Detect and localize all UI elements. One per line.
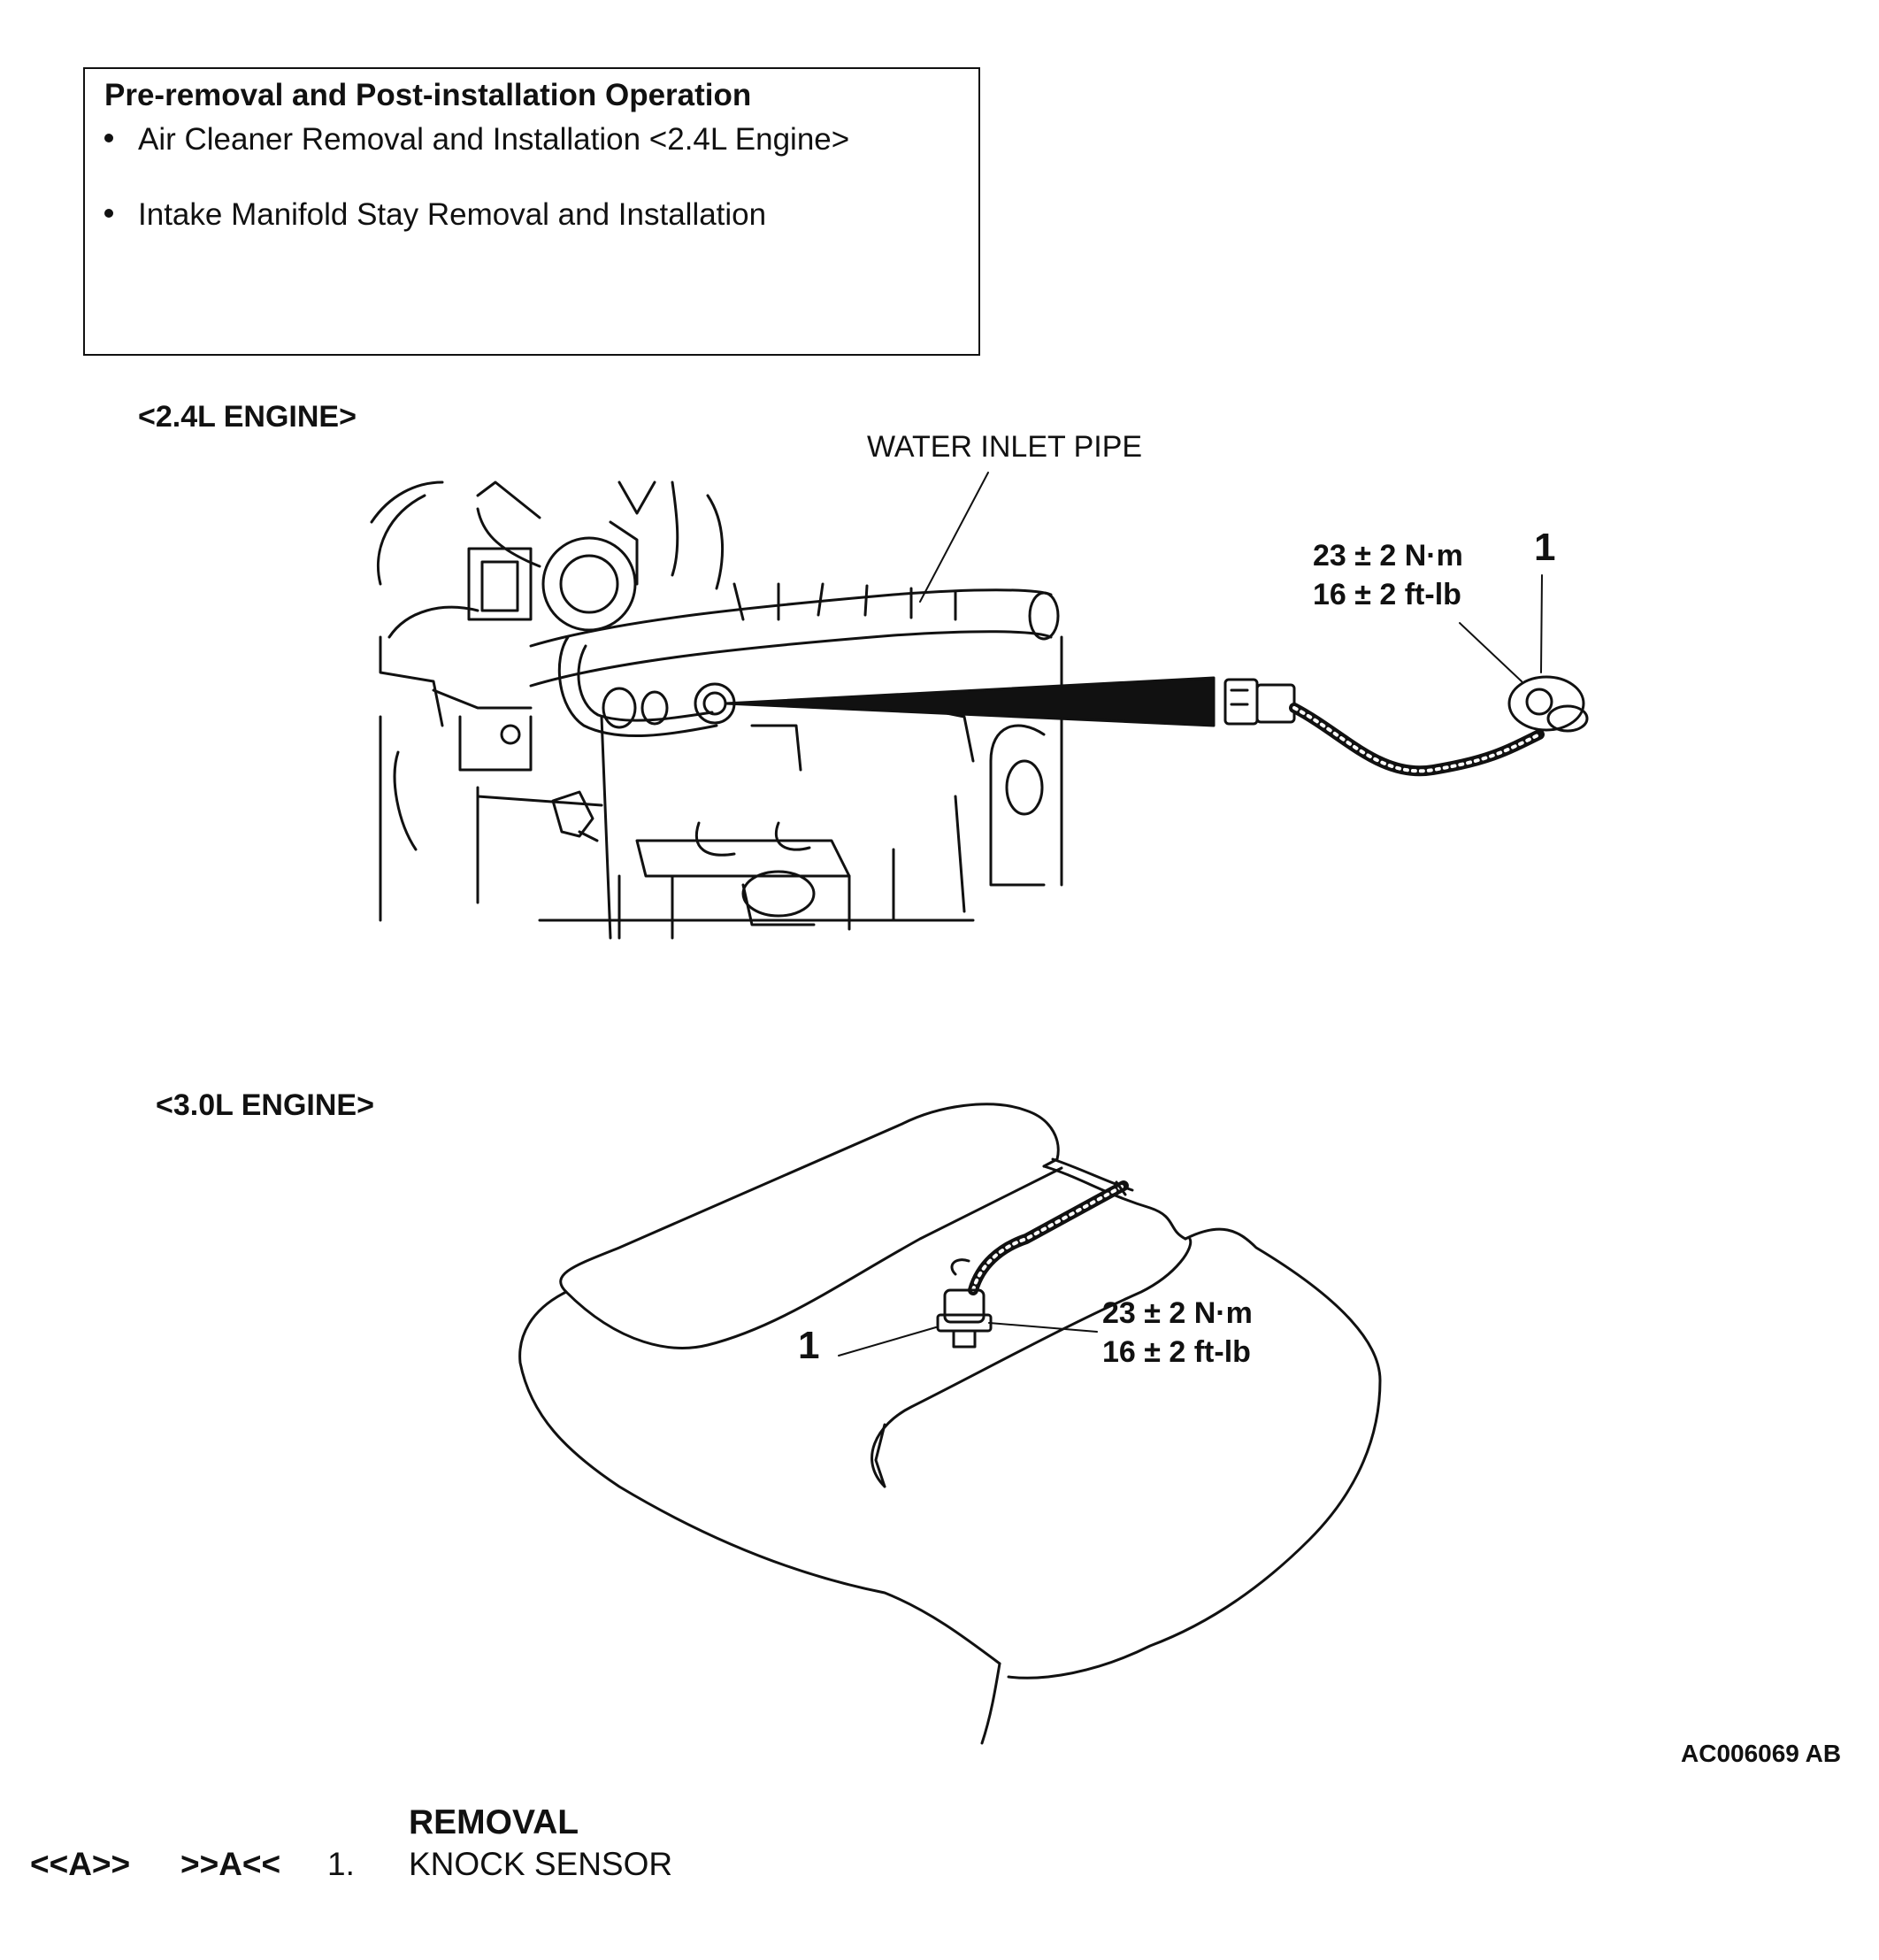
knock-sensor-30 — [936, 1180, 1129, 1349]
pointer-wedge — [724, 676, 1216, 727]
pre-operation-item: Air Cleaner Removal and Installation <2.… — [104, 122, 849, 158]
figure-code: AC006069 AB — [1681, 1740, 1842, 1767]
figure-30-callout: 1 — [798, 1324, 820, 1367]
figure-24-torque: 23 ± 2 N·m 16 ± 2 ft-lb — [1313, 536, 1463, 614]
figure-24-callout: 1 — [1534, 526, 1556, 569]
torque-nm: 23 ± 2 N·m — [1313, 539, 1463, 573]
bullet-icon — [104, 133, 113, 142]
removal-symbol: <<A>> — [30, 1846, 131, 1882]
pre-operation-item: Intake Manifold Stay Removal and Install… — [104, 197, 766, 233]
engine-24-drawing — [370, 480, 1063, 940]
figure-30-title: <3.0L ENGINE> — [156, 1088, 374, 1122]
knock-sensor-24 — [1223, 675, 1589, 777]
step-number: 1. — [327, 1846, 355, 1882]
pre-operation-item-text: Air Cleaner Removal and Installation <2.… — [138, 122, 850, 157]
pre-operation-title: Pre-removal and Post-installation Operat… — [104, 78, 752, 112]
torque-ftlb: 16 ± 2 ft-lb — [1313, 578, 1461, 611]
installation-symbol: >>A<< — [180, 1846, 281, 1882]
figure-30-torque: 23 ± 2 N·m 16 ± 2 ft-lb — [1102, 1294, 1253, 1372]
torque-ftlb: 16 ± 2 ft-lb — [1102, 1335, 1251, 1369]
bullet-icon — [104, 208, 113, 218]
removal-heading: REMOVAL — [409, 1803, 579, 1841]
pre-operation-box: Pre-removal and Post-installation Operat… — [83, 67, 980, 356]
engine-30-drawing — [518, 1103, 1382, 1745]
figure-24-title: <2.4L ENGINE> — [138, 400, 357, 434]
pre-operation-item-text: Intake Manifold Stay Removal and Install… — [138, 197, 767, 232]
torque-nm: 23 ± 2 N·m — [1102, 1296, 1253, 1330]
water-inlet-pipe-label: WATER INLET PIPE — [867, 430, 1143, 464]
step-label: KNOCK SENSOR — [409, 1846, 673, 1882]
